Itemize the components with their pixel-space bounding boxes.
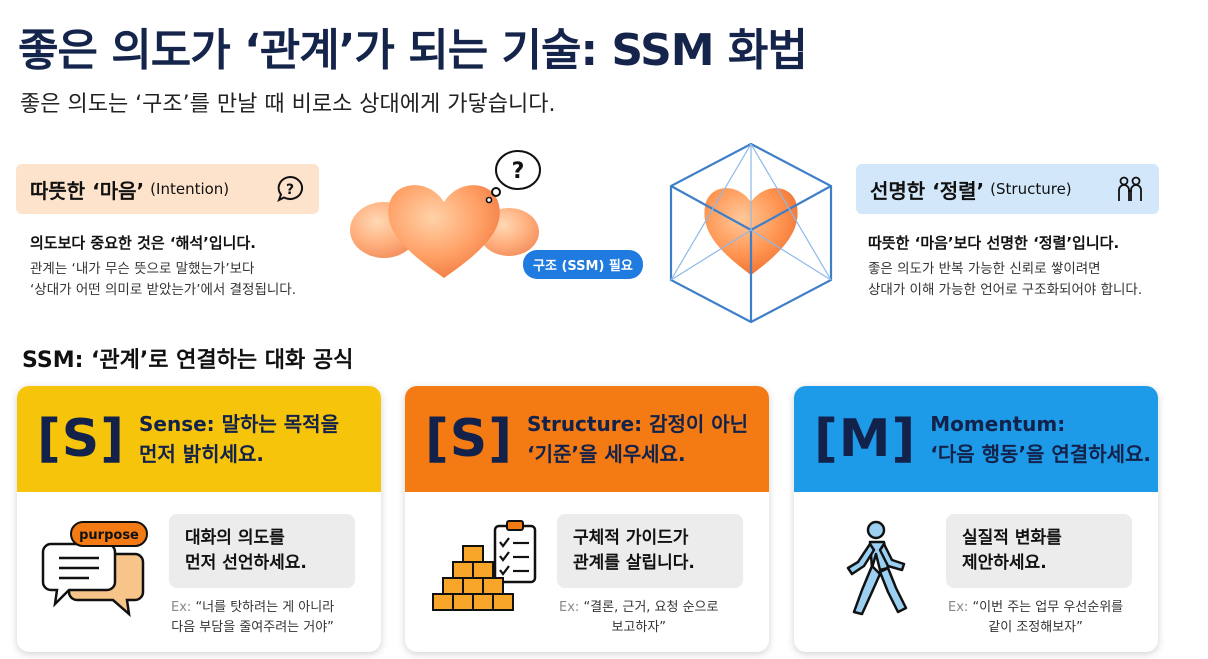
example-prefix: Ex: xyxy=(948,600,969,615)
card-box-line-2: 먼저 선언하세요. xyxy=(185,553,307,573)
soft-heart-illustration xyxy=(350,185,539,278)
example-prefix: Ex: xyxy=(559,600,580,615)
structure-bold: 따뜻한 ‘마음’보다 선명한 ‘정렬’입니다. xyxy=(868,234,1120,252)
example-line-2: 같이 조정해보자” xyxy=(988,620,1083,635)
checklist-blocks-icon xyxy=(432,520,537,611)
purpose-label: purpose xyxy=(79,528,139,543)
card-box: 구체적 가이드가 관계를 살립니다. xyxy=(557,514,743,588)
intention-description: 의도보다 중요한 것은 ‘해석’입니다. 관계는 ‘내가 무슨 뜻으로 말했는가… xyxy=(30,232,296,301)
page-title: 좋은 의도가 ‘관계’가 되는 기술: SSM 화법 xyxy=(18,25,808,76)
structure-label: 선명한 ‘정렬’ xyxy=(870,178,985,203)
page-subtitle: 좋은 의도는 ‘구조’를 만날 때 비로소 상대에게 가닿습니다. xyxy=(20,92,556,117)
center-tag: 구조 (SSM) 필요 xyxy=(523,250,643,279)
card-header: [S] Structure: 감정이 아닌 ‘기준’을 세우세요. xyxy=(405,386,769,492)
card-header: [S] Sense: 말하는 목적을 먼저 밝히세요. xyxy=(17,386,381,492)
intention-label: 따뜻한 ‘마음’ xyxy=(30,178,145,203)
card-box: 대화의 의도를 먼저 선언하세요. xyxy=(169,514,355,588)
card-heading: Momentum: ‘다음 행동’을 연결하세요. xyxy=(930,409,1151,469)
card-header: [M] Momentum: ‘다음 행동’을 연결하세요. xyxy=(794,386,1158,492)
card-example: Ex: “너를 탓하려는 게 아니라 다음 부담을 줄여주려는 거야” xyxy=(171,598,334,638)
card-heading: Sense: 말하는 목적을 먼저 밝히세요. xyxy=(139,409,339,469)
card-momentum: [M] Momentum: ‘다음 행동’을 연결하세요. 실질적 변화를 제안… xyxy=(794,386,1158,652)
example-line-1: “이번 주는 업무 우선순위를 xyxy=(972,600,1124,615)
card-heading-line-2: ‘기준’을 세우세요. xyxy=(526,442,686,466)
card-sense: [S] Sense: 말하는 목적을 먼저 밝히세요. purpose 대화의 … xyxy=(17,386,381,652)
structure-description: 따뜻한 ‘마음’보다 선명한 ‘정렬’입니다. 좋은 의도가 반복 가능한 신뢰… xyxy=(868,232,1142,301)
card-box-line-2: 제안하세요. xyxy=(962,553,1047,573)
card-box: 실질적 변화를 제안하세요. xyxy=(946,514,1132,588)
card-example: Ex: “결론, 근거, 요청 순으로 보고하자” xyxy=(559,598,718,638)
section-title: SSM: ‘관계’로 연결하는 대화 공식 xyxy=(22,348,354,373)
card-letter: [M] xyxy=(814,409,917,469)
crystal-heart-illustration xyxy=(669,142,833,324)
card-heading-line-1: Structure: 감정이 아닌 xyxy=(526,412,749,436)
card-heading: Structure: 감정이 아닌 ‘기준’을 세우세요. xyxy=(527,409,748,469)
question-bubble-icon: ? xyxy=(277,175,304,203)
structure-label-en: (Structure) xyxy=(990,180,1072,198)
card-structure: [S] Structure: 감정이 아닌 ‘기준’을 세우세요. 구체적 가이… xyxy=(405,386,769,652)
walking-person-icon xyxy=(846,520,908,616)
svg-text:?: ? xyxy=(286,182,294,198)
intention-pill: 따뜻한 ‘마음’ (Intention) ? xyxy=(16,164,319,214)
example-prefix: Ex: xyxy=(171,600,192,615)
bubble-question-mark: ? xyxy=(512,159,525,184)
structure-pill: 선명한 ‘정렬’ (Structure) xyxy=(856,164,1159,214)
card-heading-line-1: Momentum: xyxy=(930,412,1066,436)
structure-line-2: 상대가 이해 가능한 언어로 구조화되어야 합니다. xyxy=(868,282,1143,298)
example-line-2: 보고하자” xyxy=(611,620,667,635)
two-people-icon xyxy=(1118,176,1142,201)
example-line-1: “결론, 근거, 요청 순으로 xyxy=(583,600,719,615)
intention-bold: 의도보다 중요한 것은 ‘해석’입니다. xyxy=(30,234,256,252)
card-box-line-1: 실질적 변화를 xyxy=(962,528,1062,548)
speech-bubbles-icon: purpose xyxy=(41,521,148,618)
intention-label-en: (Intention) xyxy=(150,180,230,198)
card-box-line-2: 관계를 살립니다. xyxy=(573,553,695,573)
intention-line-2: ‘상대가 어떤 의미로 받았는가’에서 결정됩니다. xyxy=(30,282,297,298)
card-letter: [S] xyxy=(425,409,513,469)
card-heading-line-2: 먼저 밝히세요. xyxy=(138,442,264,466)
card-box-line-1: 대화의 의도를 xyxy=(185,528,285,548)
card-example: Ex: “이번 주는 업무 우선순위를 같이 조정해보자” xyxy=(948,598,1123,638)
example-line-1: “너를 탓하려는 게 아니라 xyxy=(195,600,335,615)
structure-line-1: 좋은 의도가 반복 가능한 신뢰로 쌓이려면 xyxy=(868,261,1101,277)
card-heading-line-2: ‘다음 행동’을 연결하세요. xyxy=(930,442,1151,466)
card-heading-line-1: Sense: 말하는 목적을 xyxy=(138,412,339,436)
card-letter: [S] xyxy=(37,409,125,469)
card-box-line-1: 구체적 가이드가 xyxy=(573,528,689,548)
thought-bubble-icon: ? xyxy=(485,150,541,204)
intention-line-1: 관계는 ‘내가 무슨 뜻으로 말했는가’보다 xyxy=(30,261,255,277)
example-line-2: 다음 부담을 줄여주려는 거야” xyxy=(171,620,334,635)
